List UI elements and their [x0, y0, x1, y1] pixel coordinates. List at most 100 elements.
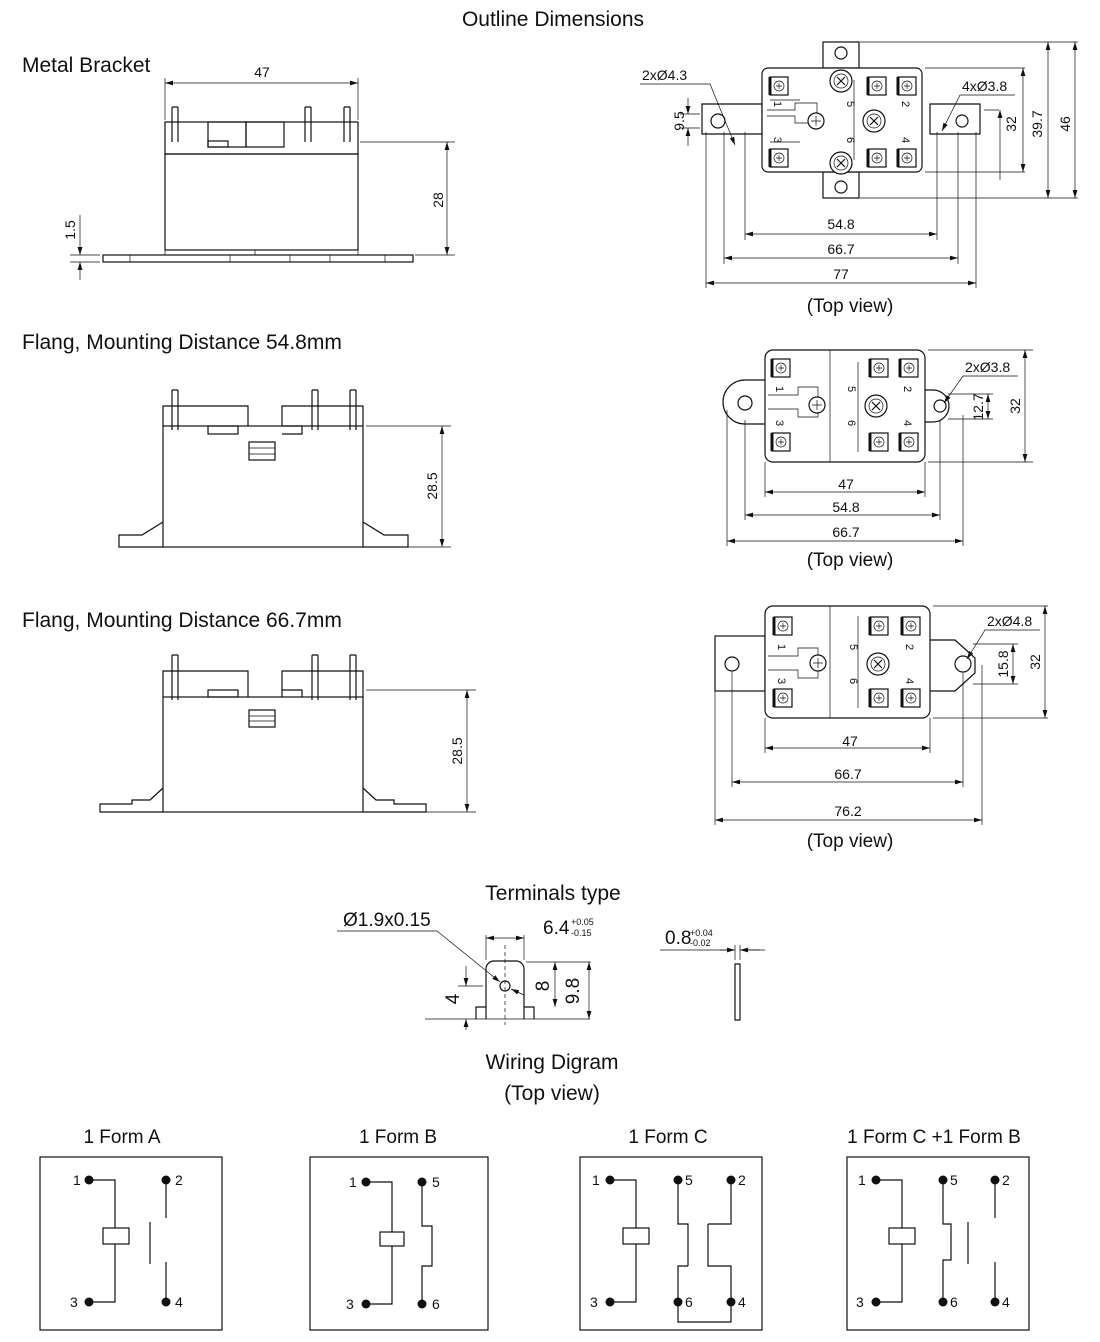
svg-text:4: 4: [738, 1294, 746, 1310]
flang-54-8-top-view: 1 2 3 4 5 6: [722, 349, 950, 463]
svg-text:39.7: 39.7: [1029, 110, 1045, 137]
wiring-1-form-c-plus-1-form-b: 1 Form C +1 Form B 1 5 2 3 6 4: [846, 1127, 1030, 1331]
wiring-1-form-b: 1 Form B 1 5 3 6: [309, 1127, 489, 1331]
svg-text:1: 1: [349, 1174, 357, 1190]
outline-dimensions-title: Outline Dimensions: [462, 8, 644, 31]
wiring-diagram-title: Wiring Digram: [485, 1051, 618, 1074]
svg-text:4: 4: [903, 678, 915, 684]
svg-text:3: 3: [775, 678, 787, 684]
svg-text:5: 5: [950, 1172, 958, 1188]
svg-text:54.8: 54.8: [827, 216, 854, 232]
metal-bracket-side-dimensions: 47 28 1.5: [62, 64, 455, 280]
wiring-diagram-subtitle: (Top view): [504, 1082, 600, 1105]
flang-66-7-label: Flang, Mounting Distance 66.7mm: [22, 609, 342, 632]
svg-text:1 Form A: 1 Form A: [83, 1127, 160, 1148]
svg-text:28.5: 28.5: [424, 472, 440, 499]
svg-text:4: 4: [901, 420, 913, 426]
svg-text:3: 3: [771, 137, 783, 143]
svg-text:4: 4: [899, 137, 911, 143]
svg-text:6: 6: [685, 1294, 693, 1310]
svg-text:5: 5: [844, 101, 856, 107]
svg-text:3: 3: [590, 1294, 598, 1310]
wiring-1-form-c: 1 Form C 1 5 2 3 6 4: [579, 1127, 763, 1331]
flang-66-7-side-view: [99, 654, 427, 813]
svg-text:6: 6: [844, 137, 856, 143]
svg-text:2: 2: [901, 386, 913, 392]
terminal-drawing: Ø1.9x0.15 6.4 +0.05 -0.15 4 8 9.8 0.8 +0…: [337, 910, 765, 1030]
svg-text:2: 2: [175, 1172, 183, 1188]
flang-66-7-top-dimensions: 2xØ4.8 15.8 32 47 66.7 76.2 (Top view): [714, 605, 1048, 852]
svg-text:1 Form C: 1 Form C: [628, 1127, 707, 1148]
svg-text:28: 28: [430, 192, 446, 208]
svg-text:1 Form C +1 Form B: 1 Form C +1 Form B: [847, 1127, 1021, 1148]
metal-bracket-side-view: [102, 106, 414, 263]
svg-text:5: 5: [432, 1174, 440, 1190]
svg-text:1: 1: [771, 101, 783, 107]
svg-text:6: 6: [847, 678, 859, 684]
top-view-caption-1: (Top view): [807, 296, 894, 317]
svg-text:+0.04: +0.04: [690, 928, 713, 938]
svg-text:77: 77: [833, 266, 849, 282]
svg-text:5: 5: [845, 386, 857, 392]
svg-text:1.5: 1.5: [62, 220, 78, 240]
svg-text:4: 4: [1002, 1294, 1010, 1310]
svg-text:6.4: 6.4: [543, 918, 570, 939]
svg-text:1: 1: [592, 1172, 600, 1188]
flang-54-8-top-dimensions: 2xØ3.8 12.7 32 47 54.8 66.7 (Top view): [726, 349, 1033, 571]
svg-text:3: 3: [856, 1294, 864, 1310]
svg-text:3: 3: [70, 1294, 78, 1310]
svg-text:4: 4: [443, 993, 464, 1004]
svg-text:1: 1: [858, 1172, 866, 1188]
svg-text:47: 47: [254, 64, 270, 80]
svg-text:9.5: 9.5: [671, 111, 687, 131]
svg-text:4xØ3.8: 4xØ3.8: [962, 78, 1007, 94]
svg-text:66.7: 66.7: [832, 524, 859, 540]
flang-66-7-side-dimensions: 28.5: [366, 689, 476, 813]
svg-text:47: 47: [842, 733, 858, 749]
svg-text:76.2: 76.2: [834, 803, 861, 819]
metal-bracket-label: Metal Bracket: [22, 54, 151, 77]
svg-text:3: 3: [346, 1296, 354, 1312]
svg-text:32: 32: [1007, 398, 1023, 414]
svg-text:28.5: 28.5: [449, 737, 465, 764]
svg-text:4: 4: [175, 1294, 183, 1310]
svg-text:1: 1: [773, 386, 785, 392]
svg-text:6: 6: [845, 420, 857, 426]
svg-text:5: 5: [685, 1172, 693, 1188]
svg-text:1: 1: [73, 1172, 81, 1188]
svg-text:66.7: 66.7: [834, 766, 861, 782]
svg-text:3: 3: [773, 420, 785, 426]
svg-text:32: 32: [1027, 654, 1043, 670]
svg-text:+0.05: +0.05: [571, 917, 594, 927]
top-view-caption-2: (Top view): [807, 550, 894, 571]
svg-text:46: 46: [1057, 116, 1073, 132]
svg-text:-0.15: -0.15: [571, 928, 592, 938]
svg-text:2: 2: [1002, 1172, 1010, 1188]
flang-54-8-label: Flang, Mounting Distance 54.8mm: [22, 331, 342, 354]
svg-text:2: 2: [899, 101, 911, 107]
svg-text:47: 47: [838, 476, 854, 492]
svg-text:9.8: 9.8: [563, 978, 584, 1004]
svg-text:1 Form B: 1 Form B: [359, 1127, 437, 1148]
top-view-caption-3: (Top view): [807, 831, 894, 852]
svg-text:2xØ3.8: 2xØ3.8: [965, 359, 1010, 375]
terminals-type-title: Terminals type: [485, 882, 620, 905]
svg-text:0.8: 0.8: [665, 928, 691, 949]
svg-text:2: 2: [738, 1172, 746, 1188]
svg-text:32: 32: [1003, 116, 1019, 132]
svg-text:6: 6: [432, 1296, 440, 1312]
svg-text:2: 2: [903, 644, 915, 650]
metal-bracket-top-view: 1 2 3 4 5 6: [701, 41, 981, 199]
flang-54-8-side-dimensions: 28.5: [366, 425, 451, 548]
wiring-1-form-a: 1 Form A 1 2 3 4: [39, 1127, 223, 1331]
flang-66-7-top-view: 1 2 3 4 5 6: [714, 605, 976, 719]
svg-text:66.7: 66.7: [827, 241, 854, 257]
svg-text:8: 8: [533, 981, 554, 992]
svg-text:-0.02: -0.02: [690, 938, 711, 948]
metal-bracket-top-dimensions: 2xØ4.3 4xØ3.8 9.5 32 39.7 46 54.8 66.7 7…: [640, 41, 1078, 317]
svg-text:6: 6: [950, 1294, 958, 1310]
svg-text:2xØ4.3: 2xØ4.3: [642, 67, 687, 83]
svg-text:54.8: 54.8: [832, 499, 859, 515]
